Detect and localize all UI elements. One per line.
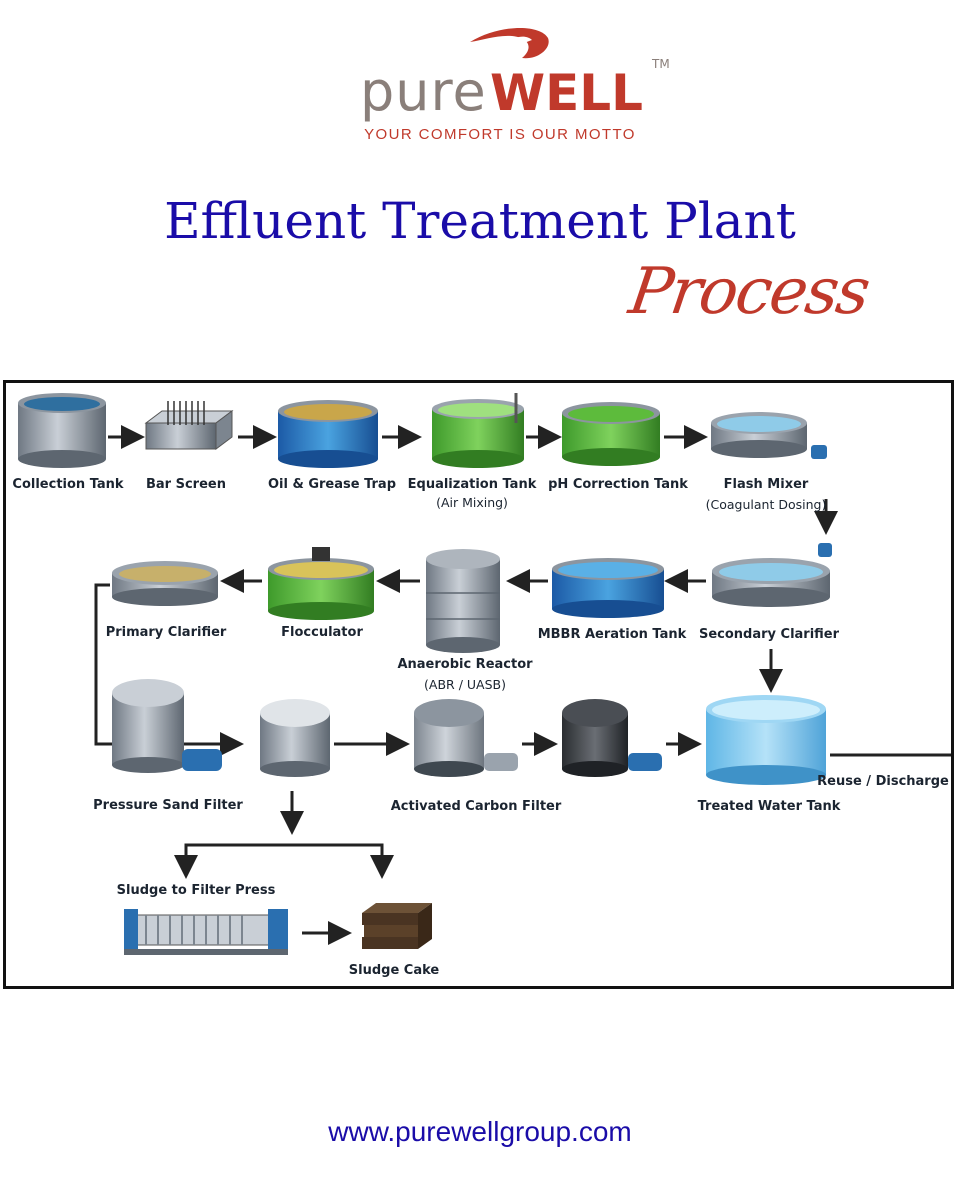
flow-arrows-row-3 bbox=[280, 732, 702, 835]
label-equalization-tank-sub: (Air Mixing) bbox=[436, 495, 508, 510]
sludge-branch-line bbox=[184, 843, 384, 871]
polishing-filter-icon bbox=[562, 699, 662, 777]
trademark: TM bbox=[651, 57, 670, 71]
label-collection-tank: Collection Tank bbox=[12, 477, 124, 492]
process-diagram: Collection Tank Bar Screen Oil & Grease … bbox=[3, 380, 954, 989]
flow-arrows-row-1 bbox=[108, 425, 838, 535]
flow-arrows-row-2 bbox=[220, 569, 783, 693]
process-flow-graphic bbox=[18, 393, 951, 955]
ph-correction-tank-icon bbox=[562, 402, 660, 466]
flocculator-icon bbox=[268, 547, 374, 620]
tagline: YOUR COMFORT IS OUR MOTTO bbox=[364, 126, 636, 143]
label-flash-mixer: Flash Mixer bbox=[723, 477, 809, 492]
label-flocculator: Flocculator bbox=[281, 625, 363, 640]
label-treated-water-tank: Treated Water Tank bbox=[697, 799, 841, 814]
label-pressure-sand-filter: Pressure Sand Filter bbox=[93, 798, 243, 813]
label-anaerobic-reactor: Anaerobic Reactor bbox=[397, 657, 533, 672]
label-mbbr-aeration-tank: MBBR Aeration Tank bbox=[537, 627, 687, 642]
page-title: Effluent Treatment Plant bbox=[164, 192, 796, 250]
pressure-sand-filter-icon bbox=[112, 679, 222, 773]
primary-clarifier-icon bbox=[112, 561, 218, 606]
label-equalization-tank: Equalization Tank bbox=[407, 477, 537, 492]
page-subtitle: Process bbox=[624, 255, 873, 329]
label-primary-clarifier: Primary Clarifier bbox=[105, 625, 227, 640]
label-reuse-discharge: Reuse / Discharge bbox=[817, 774, 949, 789]
website-link[interactable]: www.purewellgroup.com bbox=[328, 1116, 632, 1147]
swoosh-icon bbox=[470, 27, 549, 59]
logo-text-pure: pure bbox=[360, 60, 487, 123]
label-ph-correction-tank: pH Correction Tank bbox=[548, 477, 688, 492]
bar-screen-icon bbox=[144, 401, 234, 450]
activated-carbon-filter-icon bbox=[414, 699, 518, 777]
purewell-logo-mark: pure WELL TM bbox=[360, 27, 670, 123]
filter-press-icon bbox=[124, 909, 288, 955]
label-activated-carbon-filter: Activated Carbon Filter bbox=[390, 799, 562, 814]
collection-tank-icon bbox=[18, 393, 106, 468]
anaerobic-reactor-icon bbox=[426, 549, 500, 653]
oil-grease-trap-icon bbox=[278, 400, 378, 468]
equalization-tank-icon bbox=[432, 393, 524, 468]
flash-mixer-icon bbox=[711, 412, 827, 459]
label-sludge-filter-press: Sludge to Filter Press bbox=[116, 883, 276, 898]
secondary-clarifier-icon bbox=[712, 543, 832, 607]
label-anaerobic-reactor-sub: (ABR / UASB) bbox=[424, 677, 506, 692]
label-oil-grease-trap: Oil & Grease Trap bbox=[267, 477, 397, 492]
logo-text-well: WELL bbox=[490, 64, 643, 122]
brand-logo: pure WELL TM YOUR COMFORT IS OUR MOTTO bbox=[300, 20, 700, 150]
mbbr-aeration-tank-icon bbox=[552, 558, 664, 618]
sludge-cake-icon bbox=[362, 903, 432, 949]
media-filter-icon bbox=[260, 699, 330, 777]
label-flash-mixer-sub: (Coagulant Dosing) bbox=[705, 497, 827, 512]
label-sludge-cake: Sludge Cake bbox=[348, 963, 440, 978]
label-secondary-clarifier: Secondary Clarifier bbox=[698, 627, 840, 642]
treated-water-tank-icon bbox=[706, 695, 826, 785]
label-bar-screen: Bar Screen bbox=[146, 477, 226, 492]
